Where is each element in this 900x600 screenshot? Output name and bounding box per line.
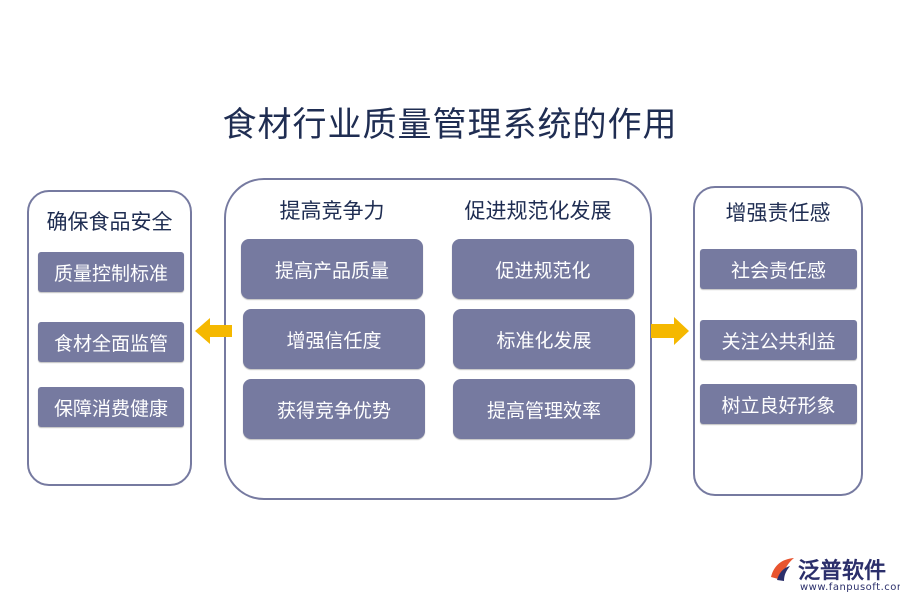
column-title-standardization: 促进规范化发展 bbox=[464, 199, 612, 223]
fanpu-logo-icon bbox=[771, 558, 794, 581]
box-trust: 增强信任度 bbox=[243, 309, 425, 369]
box-public-interest: 关注公共利益 bbox=[700, 320, 857, 360]
box-management-efficiency: 提高管理效率 bbox=[453, 379, 635, 439]
arrow-right-icon bbox=[651, 317, 689, 345]
box-consumer-health: 保障消费健康 bbox=[38, 387, 184, 427]
box-product-quality: 提高产品质量 bbox=[241, 239, 423, 299]
fanpu-logo: 泛普软件 www.fanpusoft.com bbox=[768, 553, 900, 597]
panel-title-responsibility: 增强责任感 bbox=[725, 201, 831, 225]
box-quality-standard: 质量控制标准 bbox=[38, 252, 184, 292]
panel-competitiveness: 提高竞争力 促进规范化发展 提高产品质量 增强信任度 获得竞争优势 促进规范化 … bbox=[224, 178, 652, 500]
box-full-supervision: 食材全面监管 bbox=[38, 322, 184, 362]
panel-responsibility: 增强责任感 社会责任感 关注公共利益 树立良好形象 bbox=[693, 186, 863, 496]
box-good-image: 树立良好形象 bbox=[700, 384, 857, 424]
arrow-left-icon bbox=[195, 318, 232, 344]
panel-title-food-safety: 确保食品安全 bbox=[46, 210, 173, 234]
panel-food-safety: 确保食品安全 质量控制标准 食材全面监管 保障消费健康 bbox=[27, 190, 192, 486]
box-social-responsibility: 社会责任感 bbox=[700, 249, 857, 289]
column-title-competitiveness: 提高竞争力 bbox=[279, 199, 385, 223]
diagram-title: 食材行业质量管理系统的作用 bbox=[222, 105, 678, 145]
box-competitive-advantage: 获得竞争优势 bbox=[243, 379, 425, 439]
box-standard-development: 标准化发展 bbox=[453, 309, 635, 369]
logo-name: 泛普软件 bbox=[798, 559, 887, 584]
box-standardization: 促进规范化 bbox=[452, 239, 634, 299]
logo-url: www.fanpusoft.com bbox=[800, 582, 900, 593]
